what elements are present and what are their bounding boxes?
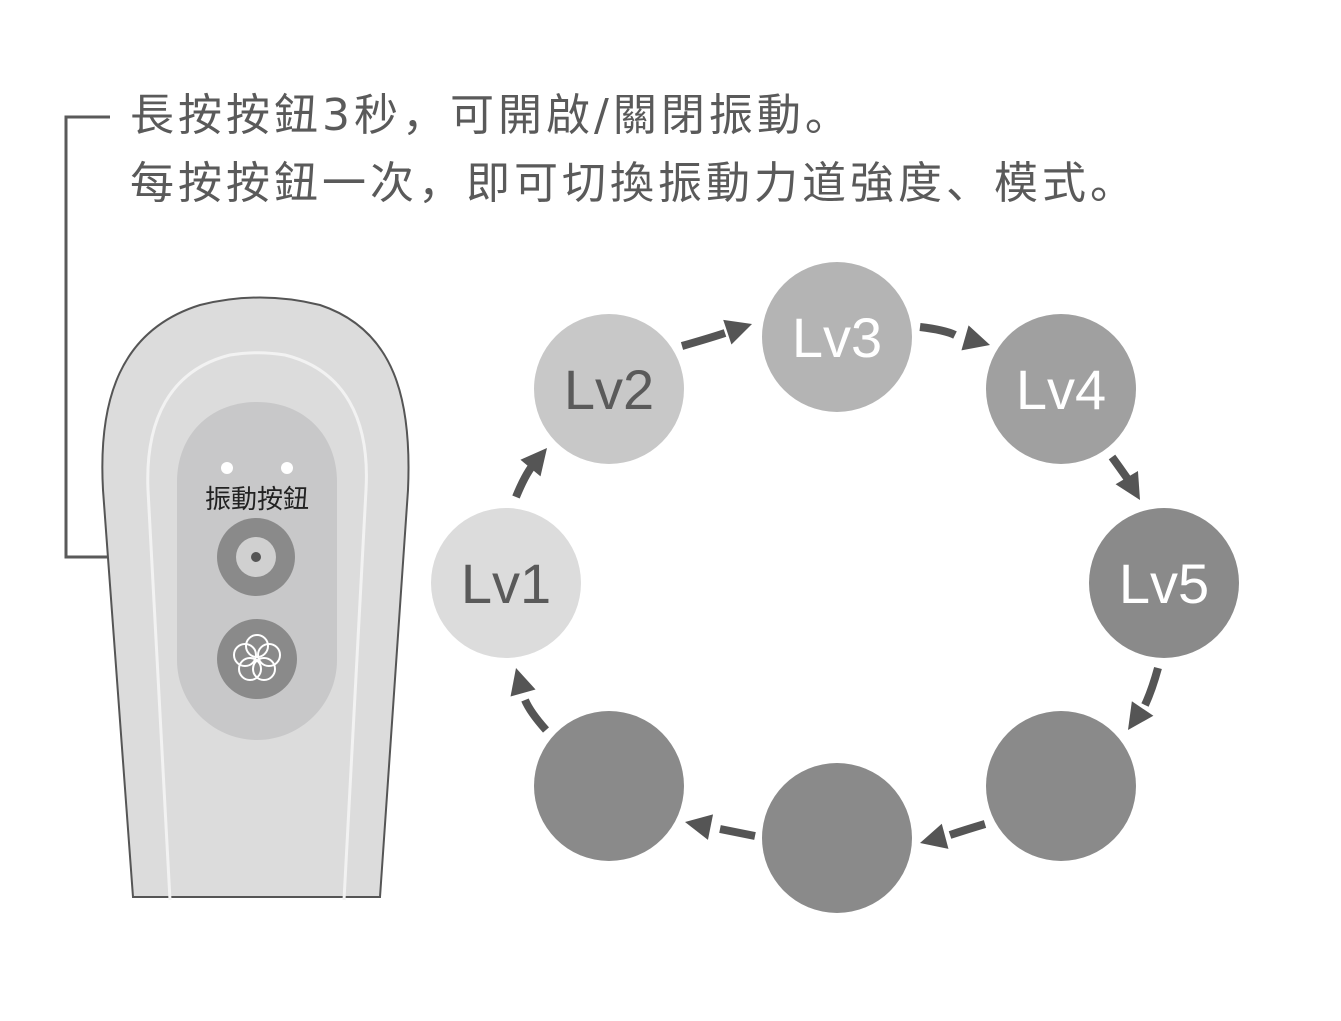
arrow-head-icon	[920, 823, 949, 849]
cycle-circle	[534, 711, 684, 861]
cycle-circle	[534, 314, 684, 464]
arrow-shaft	[948, 820, 987, 839]
cycle-step-lv4: Lv4	[986, 314, 1136, 464]
arrow-shaft	[919, 323, 957, 339]
indicator-light	[221, 462, 233, 474]
arrow-shaft	[680, 329, 727, 350]
device: 振動按鈕	[101, 296, 410, 901]
arrow-shaft	[512, 462, 537, 499]
flower-icon	[233, 634, 281, 681]
level-label: Lv4	[1016, 358, 1106, 421]
arrow-shaft	[1108, 454, 1131, 481]
cycle-circle	[762, 262, 912, 412]
indicator-light	[281, 462, 293, 474]
cycle-arrows	[510, 319, 1162, 849]
cycle-circle	[986, 314, 1136, 464]
arrow-shaft	[1141, 666, 1162, 707]
arrow-head-icon	[1128, 701, 1154, 730]
arrow-head-icon	[1115, 471, 1140, 500]
cycle-step-mode1	[986, 711, 1136, 861]
arrow-head-icon	[510, 668, 536, 697]
arrow-head-icon	[685, 814, 714, 840]
cycle-step-lv1: Lv1	[431, 508, 581, 658]
instruction-line-2: 每按按鈕一次，即可切換振動力道強度、模式。	[130, 158, 1138, 209]
vibration-button[interactable]	[217, 518, 295, 596]
arrow-head-icon	[520, 448, 547, 477]
level-label: Lv5	[1119, 552, 1209, 615]
cycle-circle	[986, 711, 1136, 861]
cycle-step-mode2	[762, 763, 912, 913]
vibration-button-label: 振動按鈕	[205, 485, 309, 515]
cycle-step-lv5: Lv5	[1089, 508, 1239, 658]
cycle-step-mode3	[534, 711, 684, 861]
cycle-circle	[1089, 508, 1239, 658]
device-highlight	[146, 351, 368, 901]
level-label: Lv2	[564, 358, 654, 421]
cycle-step-lv2: Lv2	[534, 314, 684, 464]
cycle-step-lv3: Lv3	[762, 262, 912, 412]
arrow-head-icon	[723, 319, 752, 345]
mode-button[interactable]	[217, 619, 297, 699]
arrow-shaft	[719, 825, 756, 840]
arrow-head-icon	[961, 325, 990, 351]
level-label: Lv1	[461, 552, 551, 615]
arrow-shaft	[521, 698, 549, 733]
target-ring-icon	[236, 537, 276, 577]
instruction-line-1: 長按按鈕3秒，可開啟/關閉振動。	[130, 90, 853, 141]
level-label: Lv3	[792, 306, 882, 369]
cycle-circle	[762, 763, 912, 913]
cycle-circle	[431, 508, 581, 658]
